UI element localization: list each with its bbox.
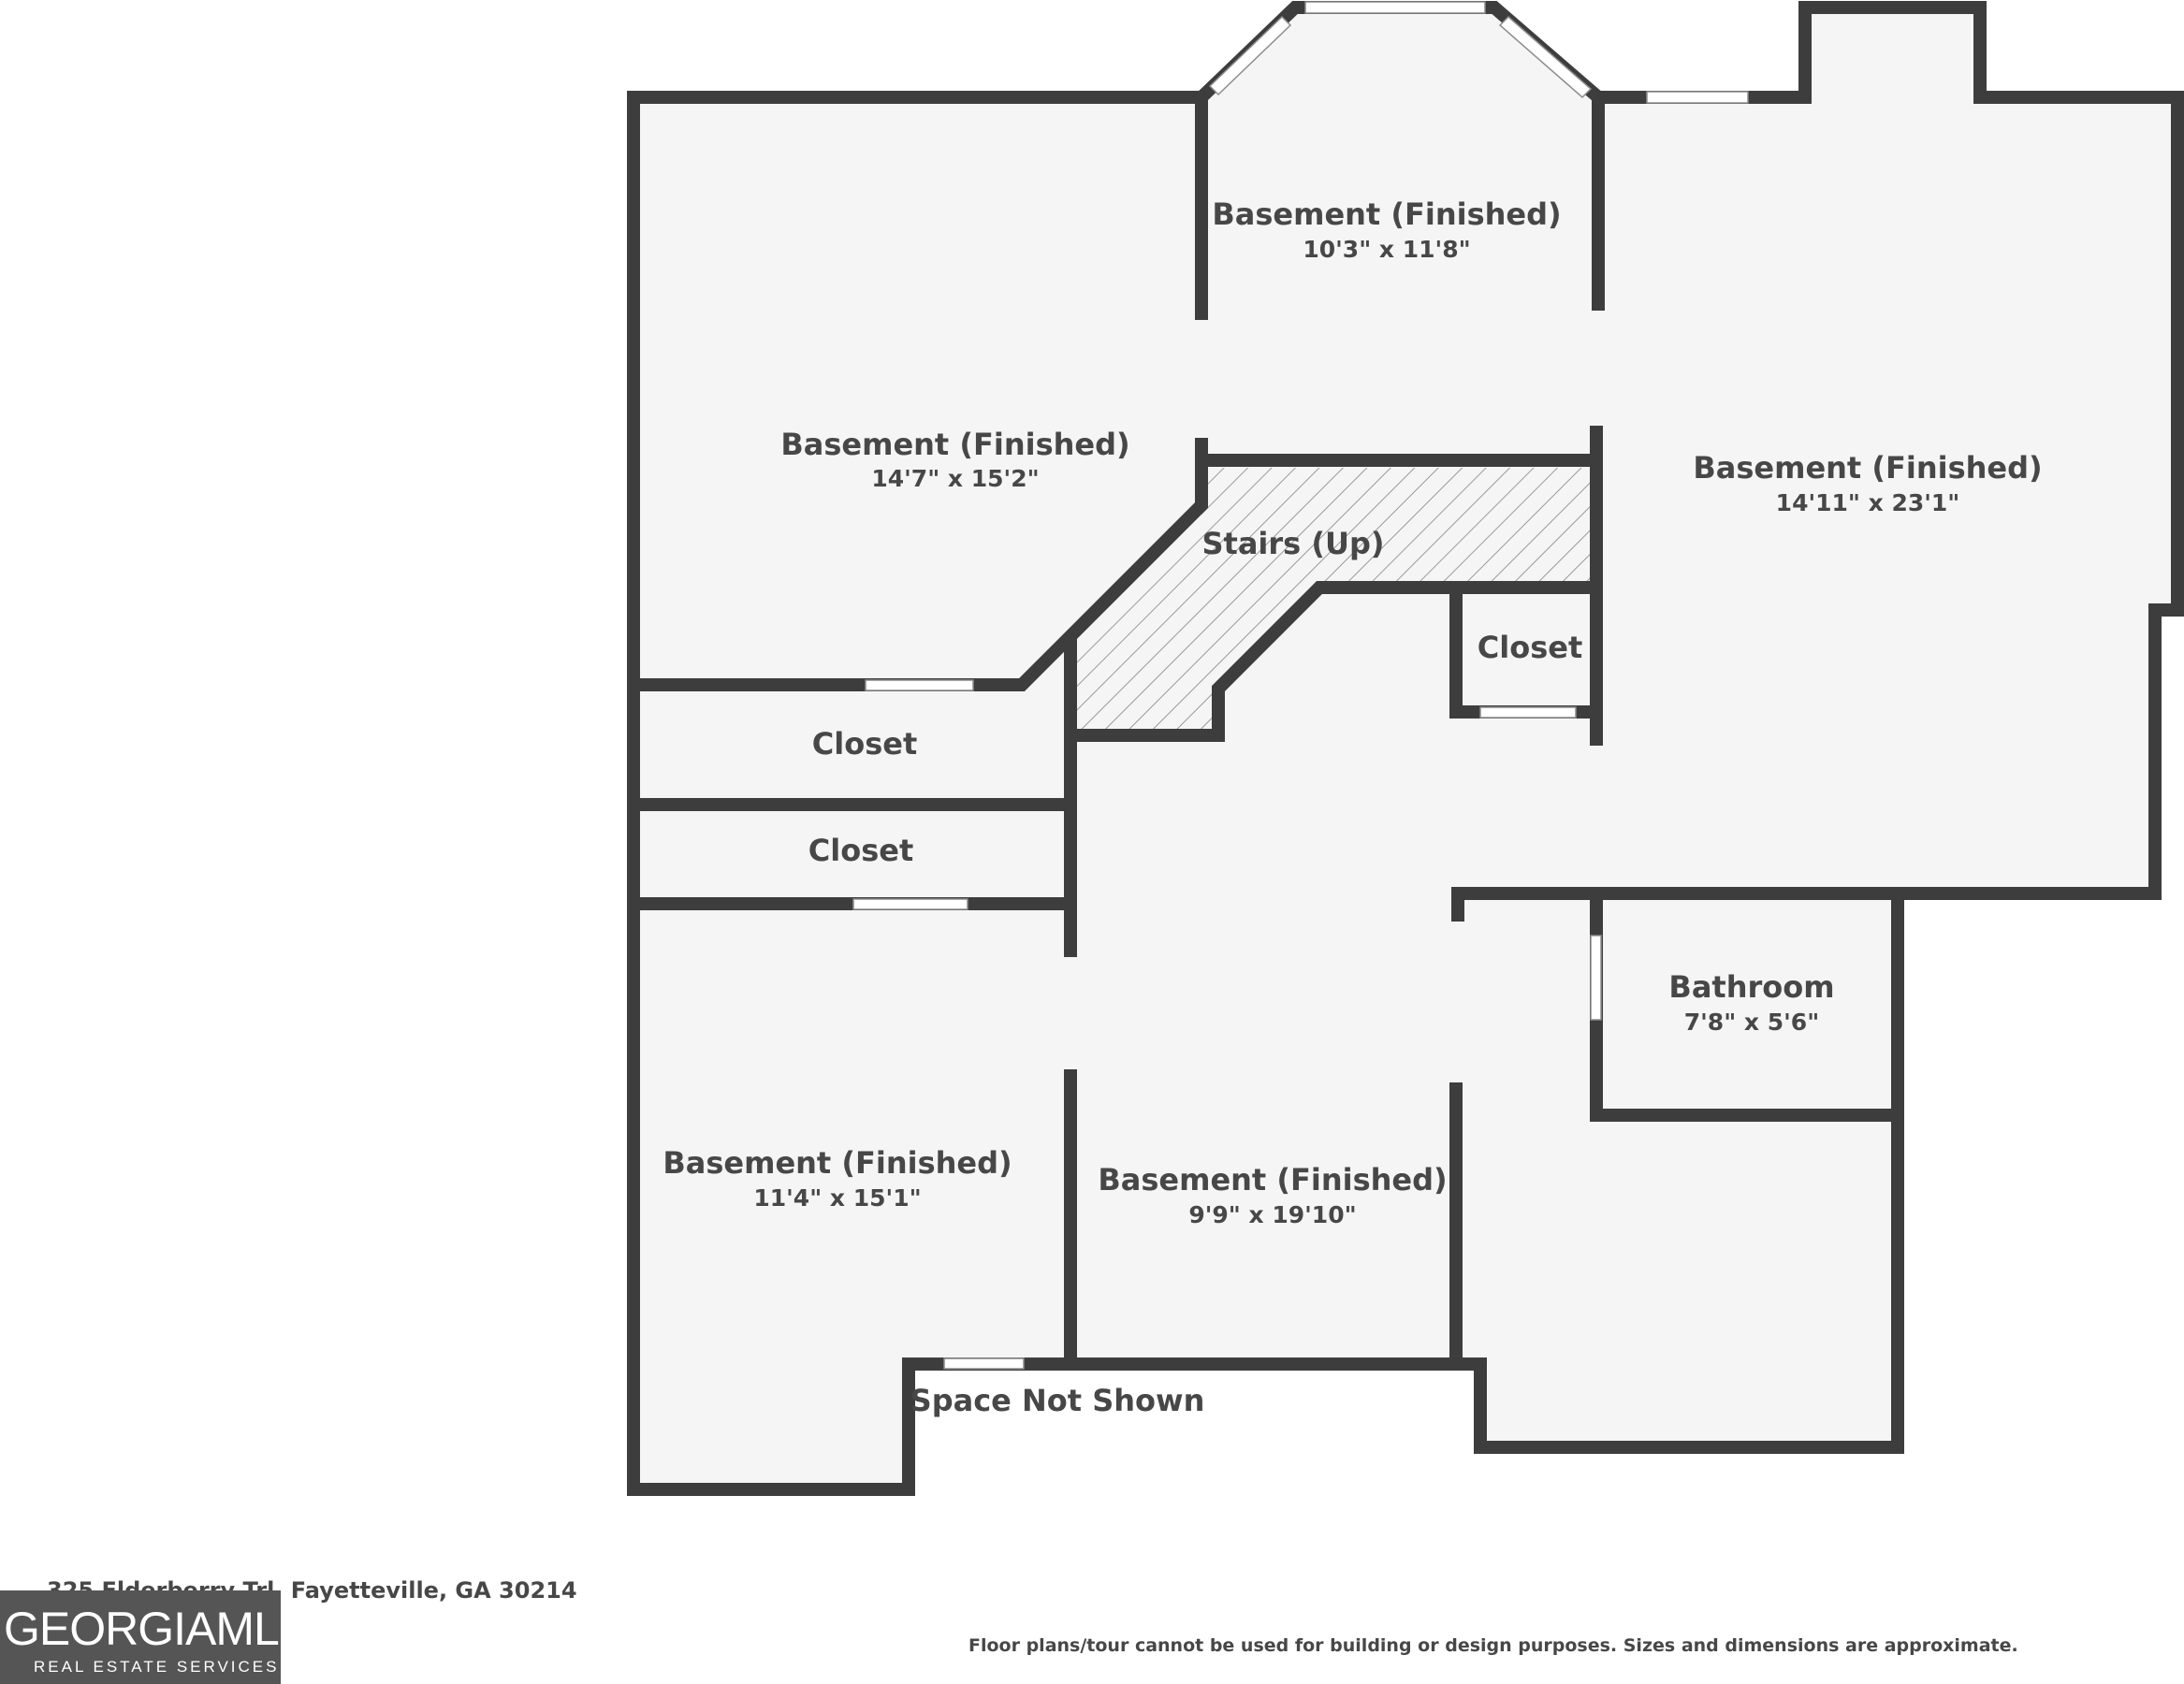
logo-tagline: REAL ESTATE SERVICES bbox=[34, 1658, 280, 1676]
windows bbox=[852, 1, 1749, 1370]
room-dimensions: 10'3" x 11'8" bbox=[1303, 236, 1470, 263]
room-basement-bottom-left: Basement (Finished) 11'4" x 15'1" bbox=[662, 1145, 1012, 1212]
room-dimensions: 9'9" x 19'10" bbox=[1188, 1201, 1356, 1228]
space-not-shown-label: Space Not Shown bbox=[910, 1383, 1205, 1418]
disclaimer-text: Floor plans/tour cannot be used for buil… bbox=[968, 1635, 2018, 1656]
logo-wordmark: GEORGIAMLS bbox=[4, 1603, 281, 1655]
room-name: Basement (Finished) bbox=[662, 1145, 1012, 1181]
georgia-mls-logo: GEORGIAMLS REAL ESTATE SERVICES bbox=[0, 1590, 281, 1684]
room-dimensions: 11'4" x 15'1" bbox=[753, 1184, 921, 1212]
room-basement-right: Basement (Finished) 14'11" x 23'1" bbox=[1693, 450, 2042, 516]
stairs-area bbox=[1076, 468, 1596, 735]
room-dimensions: 14'7" x 15'2" bbox=[871, 465, 1039, 492]
room-dimensions: 7'8" x 5'6" bbox=[1684, 1009, 1819, 1036]
closet-upper-left-label: Closet bbox=[812, 726, 917, 762]
room-basement-top-center: Basement (Finished) 10'3" x 11'8" bbox=[1212, 196, 1561, 263]
room-basement-left: Basement (Finished) 14'7" x 15'2" bbox=[780, 427, 1129, 492]
room-name: Basement (Finished) bbox=[780, 427, 1129, 462]
closet-lower-left-label: Closet bbox=[808, 833, 913, 868]
room-basement-bottom-center: Basement (Finished) 9'9" x 19'10" bbox=[1098, 1162, 1447, 1228]
room-name: Basement (Finished) bbox=[1098, 1162, 1447, 1198]
room-dimensions: 14'11" x 23'1" bbox=[1776, 489, 1960, 516]
room-name: Bathroom bbox=[1668, 969, 1834, 1005]
stairs-label: Stairs (Up) bbox=[1201, 526, 1384, 561]
room-name: Basement (Finished) bbox=[1212, 196, 1561, 232]
closet-right-label: Closet bbox=[1478, 630, 1582, 665]
room-bathroom: Bathroom 7'8" x 5'6" bbox=[1668, 969, 1834, 1036]
room-name: Basement (Finished) bbox=[1693, 450, 2042, 486]
